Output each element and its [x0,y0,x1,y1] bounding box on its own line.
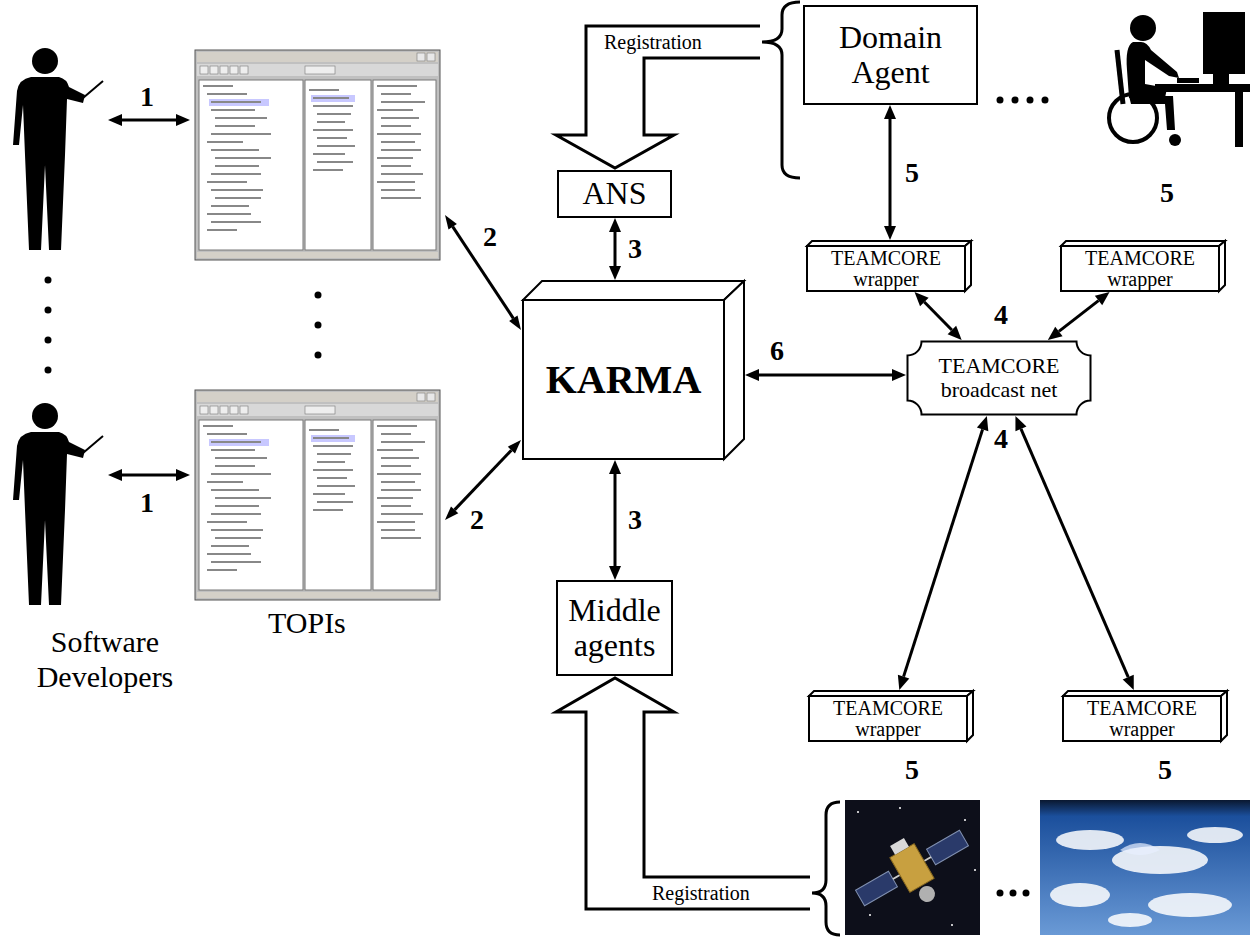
node-text: ANS [582,176,646,211]
developer-figure [13,403,103,605]
node-text: KARMA [546,358,702,402]
wrapper-box: TEAMCORE wrapper [1062,690,1228,742]
callout-number: 5 [1158,755,1172,786]
node-text: TEAMCORE wrapper [821,248,951,290]
callout-number: 4 [994,424,1008,455]
group-bracket [762,2,800,178]
connector-arrow [898,416,988,690]
callout-number: 2 [470,505,484,536]
callout-number: 1 [140,82,154,113]
wrapper-box: TEAMCORE wrapper [808,690,974,742]
core-box: KARMA [522,280,745,460]
agent-box: Domain Agent [803,5,978,105]
connector-arrow [1048,292,1110,340]
callout-number: 5 [905,755,919,786]
service-box: Middle agents [556,580,673,676]
connector-arrow [609,218,621,280]
node-text: TEAMCORE wrapper [1075,248,1205,290]
wrapper-box: TEAMCORE wrapper [1060,240,1226,292]
group-bracket [812,802,840,935]
earth-photo [1040,800,1250,935]
callout-number: 4 [994,300,1008,331]
ellipsis-dots [997,97,1049,897]
group-label: Software Developers [10,625,200,694]
callout-number: 3 [628,505,642,536]
connector-arrow [884,105,896,240]
node-text: TEAMCORE broadcast net [919,354,1079,402]
screenshot-window [195,390,440,600]
registration-label: Registration [652,882,750,904]
registration-label: Registration [604,31,702,53]
developer-figure [13,48,103,250]
double-arrow [445,215,521,520]
callout-number: 5 [905,158,919,189]
callout-number: 6 [770,336,784,367]
ellipsis-dots [45,277,52,374]
registration-arrow [556,678,810,909]
network-box: TEAMCORE broadcast net [906,340,1092,416]
node-text: TEAMCORE wrapper [1077,698,1207,740]
registration-arrow [556,26,760,168]
node-text: TEAMCORE wrapper [823,698,953,740]
double-arrow [108,114,190,481]
connector-arrow [915,292,962,340]
satellite-photo [845,800,983,935]
wrapper-box: TEAMCORE wrapper [806,240,972,292]
node-text: Middle agents [562,593,667,663]
node-text: Domain Agent [816,20,966,90]
user-figure [1109,12,1250,147]
screenshot-window [195,50,440,260]
service-box: ANS [557,170,672,218]
connector-arrow [609,460,621,580]
callout-number: 5 [1160,178,1174,209]
callout-number: 3 [628,234,642,265]
group-label: TOPIs [268,606,346,639]
callout-number: 2 [483,222,497,253]
ellipsis-dots [315,292,322,359]
connector-arrow [745,369,906,381]
connector-arrow [1015,416,1133,690]
callout-number: 1 [140,488,154,519]
